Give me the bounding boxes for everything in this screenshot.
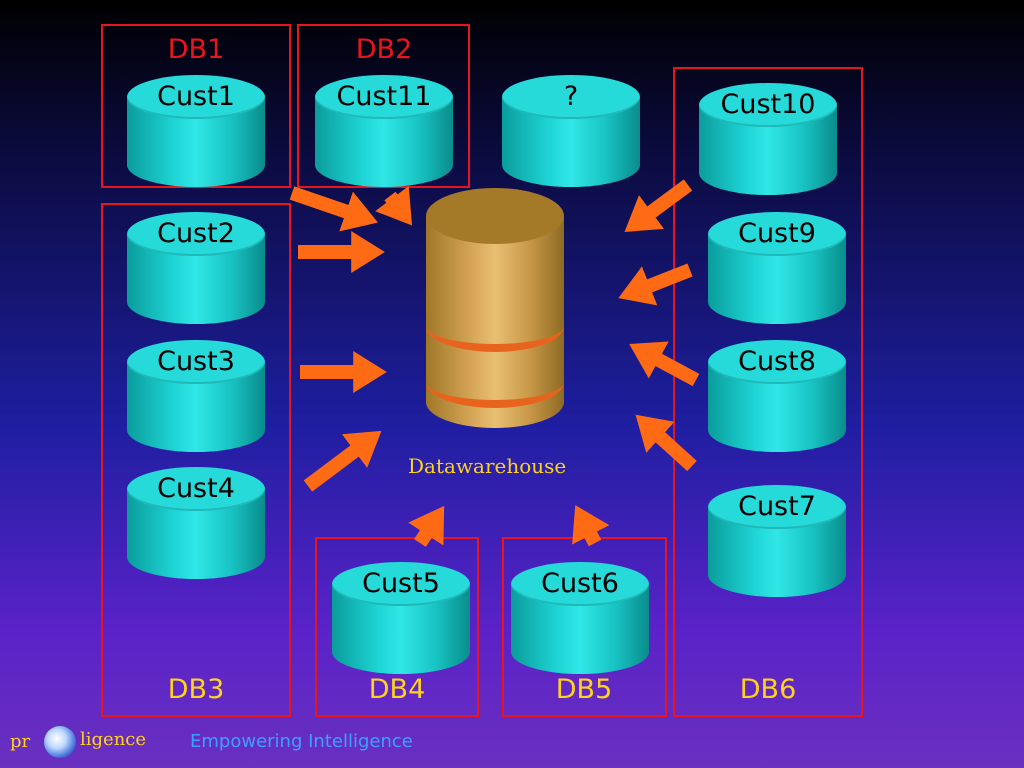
db1-label: DB1	[167, 34, 225, 65]
source-db-label: Cust7	[738, 491, 816, 522]
arrow-cust6-to-dw	[572, 505, 610, 547]
source-db-cust8: Cust8	[708, 340, 846, 452]
source-db-cust10: Cust10	[699, 83, 837, 195]
brand-text-right: ligence	[80, 729, 147, 750]
arrow-cust5-to-dw	[408, 505, 445, 547]
source-db-label: Cust2	[157, 218, 235, 249]
db6-label: DB6	[739, 674, 797, 705]
tagline: Empowering Intelligence	[190, 731, 413, 752]
source-db-label: ?	[563, 81, 579, 112]
source-db-label: Cust10	[720, 89, 816, 120]
source-db-cust5: Cust5	[332, 562, 470, 674]
source-db-label: Cust6	[541, 568, 619, 599]
arrow-cust11-to-dw	[375, 185, 413, 226]
db3-box	[101, 203, 291, 717]
arrow-cust9-to-dw	[618, 263, 693, 306]
source-db-cust1: Cust1	[127, 75, 265, 187]
source-db-label: Cust11	[336, 81, 432, 112]
db1-box	[101, 24, 291, 188]
source-db-unknown: ?	[502, 75, 640, 187]
db3-label: DB3	[167, 674, 225, 705]
source-db-cust4: Cust4	[127, 467, 265, 579]
source-db-label: Cust3	[157, 346, 235, 377]
source-db-label: Cust5	[362, 568, 440, 599]
source-db-cust6: Cust6	[511, 562, 649, 674]
source-db-cust7: Cust7	[708, 485, 846, 597]
db4-box	[315, 537, 479, 717]
arrow-cust10-to-dw	[624, 179, 693, 232]
source-db-cust9: Cust9	[708, 212, 846, 324]
db5-label: DB5	[555, 674, 613, 705]
datawarehouse-cylinder	[426, 188, 564, 428]
source-db-cust11: Cust11	[315, 75, 453, 187]
source-db-label: Cust8	[738, 346, 816, 377]
source-db-label: Cust1	[157, 81, 235, 112]
arrow-cust8-to-dw	[629, 341, 700, 387]
source-db-label: Cust9	[738, 218, 816, 249]
datawarehouse-label: Datawarehouse	[408, 454, 567, 478]
arrow-cust1-to-dw	[289, 186, 378, 232]
db2-label: DB2	[355, 34, 413, 65]
db4-label: DB4	[368, 674, 426, 705]
source-db-label: Cust4	[157, 473, 235, 504]
arrow-cust4-to-dw	[303, 430, 382, 492]
source-db-cust2: Cust2	[127, 212, 265, 324]
brand-text-left: pr	[10, 731, 31, 752]
source-db-cust3: Cust3	[127, 340, 265, 452]
arrow-cust7-to-dw	[635, 414, 697, 472]
logo-globe-icon	[44, 726, 76, 758]
db6-box	[673, 67, 863, 717]
